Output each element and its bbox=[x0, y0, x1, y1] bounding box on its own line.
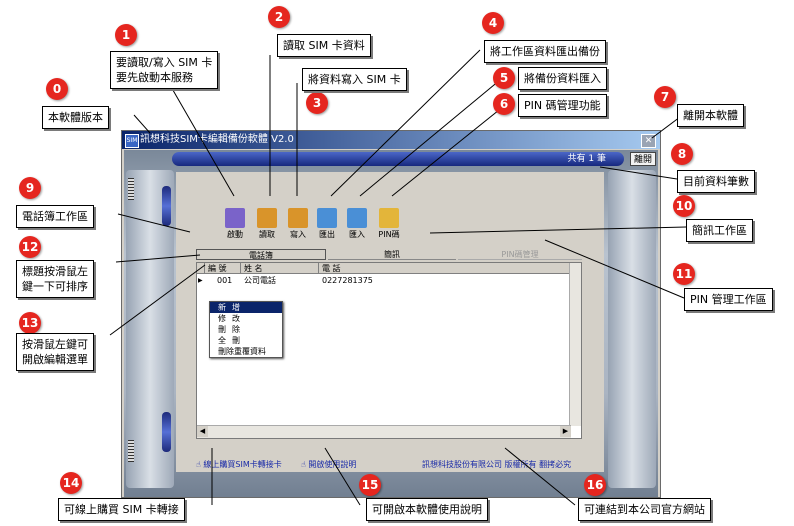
menu-item-delete-all[interactable]: 全刪 bbox=[218, 336, 246, 345]
left-top-grip bbox=[128, 178, 134, 200]
import-folder-icon bbox=[347, 208, 367, 228]
toolbar-import-button[interactable]: 匯入 bbox=[343, 208, 371, 240]
scroll-right-icon[interactable]: ▶ bbox=[560, 426, 571, 437]
callout-badge: 14 bbox=[60, 472, 82, 494]
cell-phone: 0227281375 bbox=[322, 276, 373, 285]
pointer-hand-icon: ☝ bbox=[301, 460, 306, 469]
toolbar-write-label: 寫入 bbox=[290, 230, 306, 239]
header-name[interactable]: 姓 名 bbox=[241, 263, 319, 274]
menu-item-delete[interactable]: 刪除 bbox=[218, 325, 246, 334]
read-box-icon bbox=[257, 208, 277, 228]
menu-item-add[interactable]: 新增 bbox=[210, 302, 282, 313]
help-link[interactable]: ☝ 開啟使用說明 bbox=[301, 459, 356, 470]
edit-context-menu: 新增 修改 刪除 全刪 刪除重覆資料 bbox=[209, 301, 283, 358]
write-box-icon bbox=[288, 208, 308, 228]
pointer-hand-icon: ☝ bbox=[196, 460, 201, 469]
callout-badge: 16 bbox=[584, 474, 606, 496]
callout-write-sim: 將資料寫入 SIM 卡 bbox=[302, 68, 407, 91]
cell-number: 001 bbox=[217, 276, 233, 285]
callout-badge: 0 bbox=[46, 78, 68, 100]
tab-sms[interactable]: 簡訊 bbox=[328, 249, 456, 260]
row-pointer-icon: ▶ bbox=[198, 277, 203, 284]
callout-export: 將工作區資料匯出備份 bbox=[484, 40, 606, 63]
callout-help: 可開啟本軟體使用說明 bbox=[366, 498, 488, 521]
callout-pin-feature: PIN 碼管理功能 bbox=[518, 94, 607, 117]
pin-code-icon bbox=[379, 208, 399, 228]
buy-adapter-label: 線上購買SIM卡轉接卡 bbox=[203, 460, 282, 469]
callout-website: 可連結到本公司官方網站 bbox=[578, 498, 711, 521]
callout-badge: 7 bbox=[654, 86, 676, 108]
toolbar-pin-button[interactable]: PIN碼 bbox=[375, 208, 403, 240]
phonebook-grid[interactable]: 編 號 姓 名 電 話 ▶ 001 公司電話 0227281375 新增 修改 … bbox=[196, 262, 582, 439]
exit-button[interactable]: 離開 bbox=[630, 152, 656, 166]
callout-badge: 13 bbox=[19, 312, 41, 334]
toolbar-start-button[interactable]: 啟動 bbox=[221, 208, 249, 240]
header-number[interactable]: 編 號 bbox=[205, 263, 241, 274]
toolbar-import-label: 匯入 bbox=[349, 230, 365, 239]
toolbar-pin-label: PIN碼 bbox=[378, 230, 400, 239]
record-count-bar: 共有 1 筆 bbox=[172, 152, 624, 166]
tab-pin[interactable]: PIN碼管理 bbox=[458, 249, 582, 260]
callout-start-service: 要讀取/寫入 SIM 卡 要先啟動本服務 bbox=[110, 51, 219, 89]
callout-record-count: 目前資料筆數 bbox=[677, 170, 755, 193]
scroll-left-icon[interactable]: ◀ bbox=[197, 426, 208, 437]
left-top-knob bbox=[162, 186, 171, 226]
record-count: 共有 1 筆 bbox=[567, 154, 606, 164]
buy-adapter-link[interactable]: ☝ 線上購買SIM卡轉接卡 bbox=[196, 459, 282, 470]
workspace: 啟動 讀取 寫入 匯出 匯入 PIN碼 電話簿 bbox=[176, 172, 604, 472]
callout-badge: 11 bbox=[673, 263, 695, 285]
callout-sms: 簡訊工作區 bbox=[686, 219, 753, 242]
app-frame: 共有 1 筆 離開 啟動 讀取 寫入 匯 bbox=[124, 150, 658, 497]
callout-import: 將備份資料匯入 bbox=[518, 67, 607, 90]
company-website-link[interactable]: 訊想科技股份有限公司 版權所有 翻拷必究 bbox=[422, 460, 572, 469]
left-bottom-grip bbox=[128, 440, 134, 462]
app-window: SIM 訊想科技SIM卡編輯備份軟體 V2.0 ✕ 共有 1 筆 離開 啟動 讀… bbox=[121, 130, 661, 498]
title-bar: SIM 訊想科技SIM卡編輯備份軟體 V2.0 ✕ bbox=[122, 131, 660, 149]
cell-name: 公司電話 bbox=[244, 276, 276, 285]
callout-read-sim: 讀取 SIM 卡資料 bbox=[277, 34, 371, 57]
toolbar-read-label: 讀取 bbox=[259, 230, 275, 239]
callout-badge: 8 bbox=[671, 143, 693, 165]
menu-item-delete-duplicates[interactable]: 刪除重覆資料 bbox=[218, 347, 266, 356]
toolbar-start-label: 啟動 bbox=[227, 230, 243, 239]
callout-badge: 6 bbox=[493, 93, 515, 115]
callout-badge: 5 bbox=[493, 67, 515, 89]
window-title: 訊想科技SIM卡編輯備份軟體 V2.0 bbox=[140, 134, 294, 145]
toolbar-read-button[interactable]: 讀取 bbox=[253, 208, 281, 240]
callout-buy-adapter: 可線上購買 SIM 卡轉接 bbox=[58, 498, 185, 521]
callout-exit: 離開本軟體 bbox=[677, 104, 744, 127]
help-label: 開啟使用說明 bbox=[308, 460, 357, 469]
callout-badge: 2 bbox=[268, 6, 290, 28]
tab-phonebook[interactable]: 電話簿 bbox=[196, 249, 326, 260]
callout-badge: 1 bbox=[115, 24, 137, 46]
callout-phonebook: 電話簿工作區 bbox=[16, 205, 94, 228]
toolbar-export-button[interactable]: 匯出 bbox=[313, 208, 341, 240]
callout-sort: 標題按滑鼠左 鍵一下可排序 bbox=[16, 260, 94, 298]
callout-badge: 3 bbox=[306, 92, 328, 114]
app-icon: SIM bbox=[125, 134, 139, 148]
left-bottom-knob bbox=[162, 412, 171, 452]
callout-badge: 15 bbox=[359, 474, 381, 496]
callout-edit-menu: 按滑鼠左鍵可 開啟編輯選單 bbox=[16, 333, 94, 371]
sim-reader-icon bbox=[225, 208, 245, 228]
export-folder-icon bbox=[317, 208, 337, 228]
vertical-scrollbar[interactable] bbox=[569, 263, 581, 426]
callout-version: 本軟體版本 bbox=[42, 106, 109, 129]
toolbar-export-label: 匯出 bbox=[319, 230, 335, 239]
callout-badge: 9 bbox=[19, 177, 41, 199]
menu-item-edit[interactable]: 修改 bbox=[218, 314, 246, 323]
toolbar-write-button[interactable]: 寫入 bbox=[284, 208, 312, 240]
callout-badge: 12 bbox=[19, 236, 41, 258]
callout-pin-area: PIN 管理工作區 bbox=[684, 288, 773, 311]
right-rail bbox=[608, 170, 656, 488]
callout-badge: 10 bbox=[673, 195, 695, 217]
horizontal-scrollbar[interactable]: ◀ ▶ bbox=[197, 425, 571, 438]
callout-badge: 4 bbox=[482, 12, 504, 34]
